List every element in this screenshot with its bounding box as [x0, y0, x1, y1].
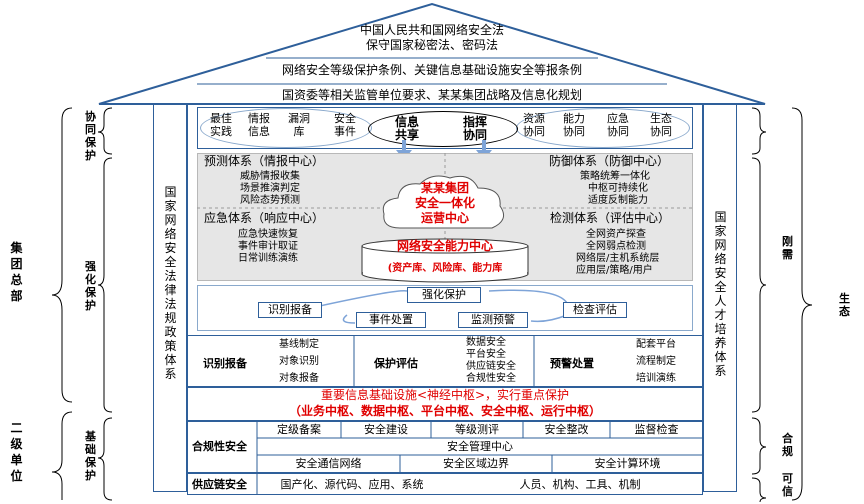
- ops-warning-item-2: 流程制定: [636, 356, 676, 367]
- predict-title: 预测体系（情报中心）: [204, 154, 325, 168]
- critical-line-1: 重要信息基础设施<神经中枢>，实行重点保护: [320, 388, 570, 402]
- pillar-talent-text: 国家网络安全人才培养体系: [714, 210, 727, 378]
- ops-protect-item-4: 合规性安全: [466, 373, 516, 384]
- respond-item-1: 应急快速恢复: [238, 229, 298, 240]
- label-ecology: 生态: [839, 292, 850, 318]
- compliance-supervise: 监督检查: [634, 423, 679, 436]
- capability-subtitle: (资产库、风险库、能力库: [387, 263, 503, 274]
- capability-cylinder: [361, 238, 529, 283]
- ops-identify-item-3: 对象报备: [279, 373, 319, 384]
- critical-infra: [187, 387, 703, 421]
- collab-ecology: 生态协同: [650, 112, 672, 138]
- left-braces: [51, 107, 113, 501]
- compliance-assess: 等级测评: [455, 423, 499, 436]
- supply-label: 供应链安全: [192, 478, 247, 491]
- pillar-law-text: 国家网络安全法律法规政策体系: [164, 185, 177, 381]
- collab-best-practice: 最佳实践: [210, 112, 232, 138]
- pillar-talent: [703, 104, 737, 492]
- collab-command: 指挥协同: [462, 115, 487, 142]
- compliance-build: 安全建设: [364, 423, 408, 436]
- right-braces: [751, 107, 813, 503]
- ops-warning-item-1: 配套平台: [636, 339, 676, 350]
- cycle-monitor: 监测预警: [458, 312, 528, 328]
- ops-warning-item-3: 培训演练: [636, 373, 676, 384]
- label-base-protect: 基础保护: [85, 430, 96, 482]
- cloud-line-1: 某某集团: [420, 181, 469, 195]
- detect-title: 检测体系（评估中心）: [550, 211, 671, 225]
- ops-table: [187, 335, 703, 387]
- compliance-filing: 定级备案: [277, 423, 321, 436]
- detect-item-1: 全网资产探查: [586, 229, 646, 240]
- cycle-strengthen: 强化保护: [407, 287, 481, 303]
- label-strong-protect: 强化保护: [85, 260, 96, 312]
- respond-item-2: 事件审计取证: [238, 241, 298, 252]
- ops-identify-item-2: 对象识别: [279, 356, 319, 367]
- roof-regulation: 网络安全等级保护条例、关键信息基础设施安全等报条例: [281, 63, 582, 77]
- compliance-rectify: 安全整改: [544, 423, 589, 436]
- predict-item-3: 风险态势预测: [240, 195, 300, 206]
- defend-title: 防御体系（防御中心）: [549, 154, 670, 168]
- respond-item-3: 日常训练演练: [238, 253, 298, 264]
- respond-title: 应急体系（响应中心）: [204, 211, 325, 225]
- label-compliance: 合规: [782, 432, 793, 458]
- collab-intel-info: 情报信息: [248, 112, 270, 138]
- compliance-block: [187, 421, 703, 473]
- ops-protect-title: 保护评估: [374, 357, 418, 370]
- critical-line-2: （业务中枢、数据中枢、平台中枢、安全中枢、运行中枢）: [288, 404, 601, 418]
- defend-item-2: 中枢可持续化: [588, 183, 648, 194]
- ops-dividers: [353, 335, 535, 387]
- collab-oval-center: [368, 111, 518, 147]
- ops-protect-item-2: 平台安全: [466, 349, 506, 360]
- cycle-incident: 事件处置: [356, 312, 426, 328]
- compliance-grid: [256, 421, 703, 473]
- ops-protect-item-3: 供应链安全: [466, 361, 516, 372]
- ops-identify-title: 识别报备: [203, 357, 247, 370]
- cycle-inspect: 检查评估: [563, 302, 627, 318]
- detect-item-3: 网络层/主机系统层: [576, 253, 660, 264]
- compliance-mgmt-center: 安全管理中心: [447, 440, 513, 453]
- detect-item-2: 全网弱点检测: [586, 241, 646, 252]
- roof-law-2: 保守国家秘密法、密码法: [365, 38, 498, 52]
- label-secondary-unit: 二级单位: [10, 421, 23, 483]
- collab-resource: 资源协同: [523, 112, 545, 138]
- collab-emergency: 应急协同: [607, 112, 629, 138]
- roof-requirements: 国资委等相关监管单位要求、某某集团战略及信息化规划: [281, 88, 582, 102]
- capability-title: 网络安全能力中心: [396, 239, 493, 253]
- roof-law-1: 中国人民共和国网络安全法: [359, 23, 504, 37]
- label-trusted: 可信: [782, 472, 793, 498]
- supply-dividers: [256, 473, 258, 495]
- pillar-law: [153, 104, 187, 492]
- detect-item-4: 应用层/策略/用户: [576, 265, 653, 276]
- label-rigid-need: 刚需: [782, 235, 793, 261]
- defend-item-1: 策略统筹一体化: [580, 171, 650, 182]
- collab-info-share: 信息共享: [394, 115, 419, 142]
- supply-item-people: 人员、机构、工具、机制: [519, 478, 641, 491]
- collab-ability: 能力协同: [563, 112, 585, 138]
- supply-item-tech: 国产化、源代码、应用、系统: [280, 478, 424, 491]
- ops-identify-item-1: 基线制定: [279, 339, 319, 350]
- compliance-label: 合规性安全: [192, 440, 247, 453]
- predict-item-2: 场景推演判定: [240, 183, 300, 194]
- cloud-line-2: 安全一体化: [414, 196, 475, 210]
- compliance-boundary: 安全区域边界: [443, 457, 509, 470]
- supply-chain: [187, 473, 703, 495]
- defend-item-3: 适度反制能力: [588, 195, 648, 206]
- compliance-computing: 安全计算环境: [594, 457, 661, 470]
- collab-vuln-db: 漏洞库: [288, 112, 310, 138]
- predict-item-1: 威胁情报收集: [240, 171, 300, 182]
- ops-warning-title: 预警处置: [550, 357, 594, 370]
- cycle-identify: 识别报备: [258, 302, 322, 318]
- ops-protect-item-1: 数据安全: [466, 337, 506, 348]
- label-group-hq: 集团总部: [10, 241, 23, 303]
- compliance-network: 安全通信网络: [295, 457, 362, 470]
- collab-sec-event: 安全事件: [334, 112, 356, 138]
- cloud-line-3: 运营中心: [420, 211, 469, 225]
- label-coop-protect: 协同保护: [85, 110, 96, 162]
- ops-center-cloud: [382, 175, 505, 229]
